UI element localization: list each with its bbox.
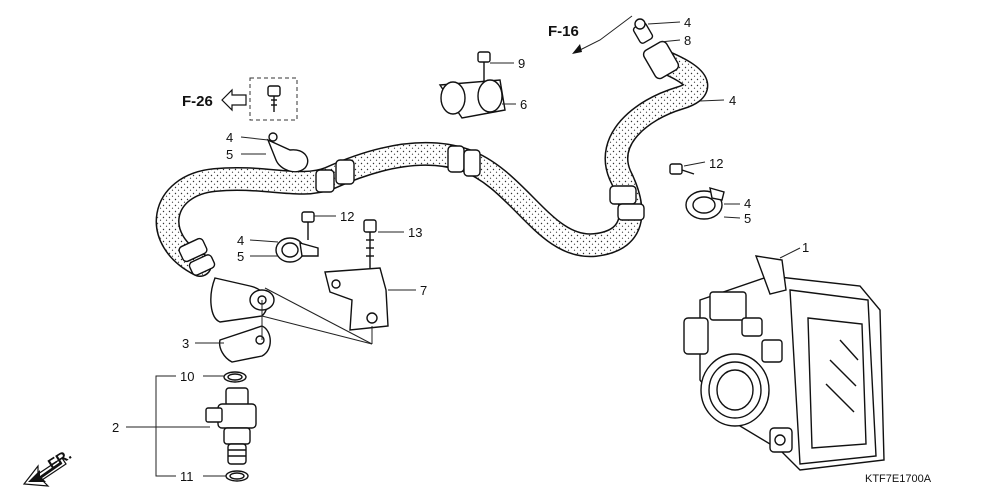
hose-clamp-upper-left xyxy=(266,132,309,173)
leader-lines xyxy=(126,21,801,477)
callout-6: 6 xyxy=(520,97,527,112)
callout-9: 9 xyxy=(518,56,525,71)
hose-elbow-connector xyxy=(210,277,275,323)
callout-11: 11 xyxy=(180,469,194,484)
callout-4-right: 4 xyxy=(744,196,751,211)
hose-clamp-right xyxy=(685,187,725,220)
injector-bracket xyxy=(324,219,389,331)
screw-right xyxy=(669,163,695,175)
callout-8: 8 xyxy=(684,33,691,48)
hose-clamp-middle xyxy=(275,237,319,263)
callout-4-top: 4 xyxy=(684,15,691,30)
callout-2: 2 xyxy=(112,420,119,435)
o-ring-upper xyxy=(223,371,247,383)
callout-7: 7 xyxy=(420,283,427,298)
callout-5-upper-left: 5 xyxy=(226,147,233,162)
ref-arrow-f26 xyxy=(221,77,298,121)
ref-label-f26: F-26 xyxy=(182,93,213,110)
callout-5-middle: 5 xyxy=(237,249,244,264)
callout-13: 13 xyxy=(408,225,422,240)
ref-label-f16: F-16 xyxy=(548,23,579,40)
callout-3: 3 xyxy=(182,336,189,351)
throttle-body xyxy=(683,255,885,471)
ref-leader-f16 xyxy=(572,15,633,54)
callout-4-upper-left: 4 xyxy=(226,130,233,145)
screw-upper-left xyxy=(267,85,281,112)
hose-holder-grommet xyxy=(438,51,506,119)
callout-4-middle: 4 xyxy=(237,233,244,248)
drawing-code: KTF7E1700A xyxy=(865,473,932,485)
callout-1: 1 xyxy=(802,240,809,255)
front-direction-arrow xyxy=(22,457,67,487)
screw-middle xyxy=(301,211,315,240)
callout-12-middle: 12 xyxy=(340,209,354,224)
fuel-hose xyxy=(155,48,709,277)
callout-4-hose: 4 xyxy=(729,93,736,108)
o-ring-lower xyxy=(225,470,249,482)
callout-12-right: 12 xyxy=(709,156,723,171)
assembly-guide-lines xyxy=(261,287,373,345)
fuel-injector xyxy=(205,387,257,465)
callout-5-right: 5 xyxy=(744,211,751,226)
hose-sleeves xyxy=(178,145,645,276)
hose-top-connector xyxy=(632,18,680,80)
injector-plate xyxy=(218,325,271,363)
callout-10: 10 xyxy=(180,369,194,384)
